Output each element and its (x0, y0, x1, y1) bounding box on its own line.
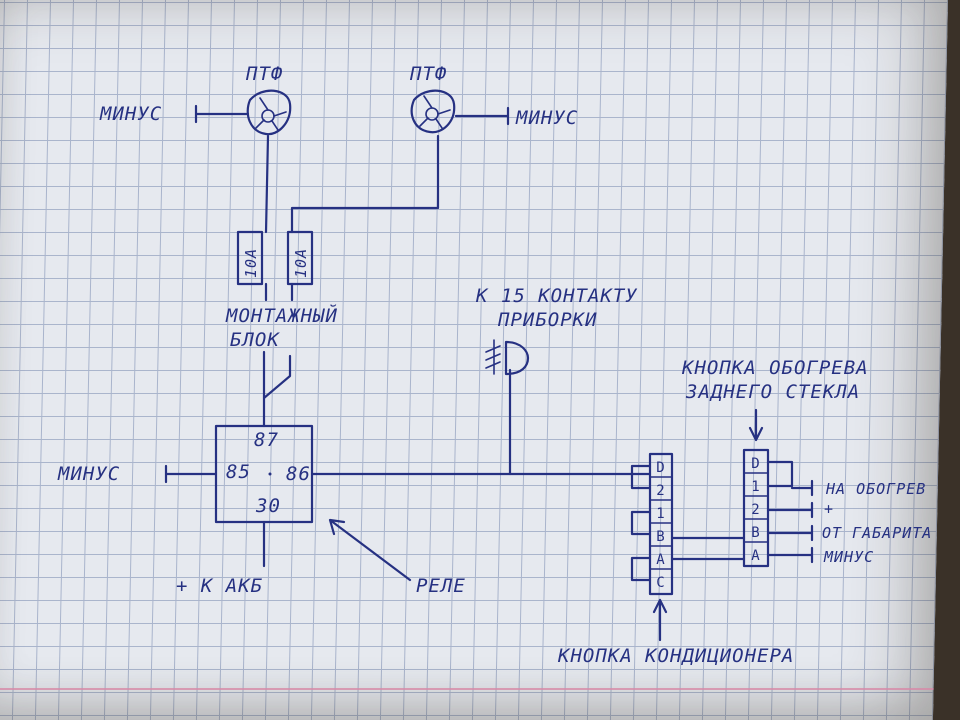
ac-button-body (648, 452, 674, 596)
fuse-right-label: 10А (292, 248, 310, 278)
fog-lamp-left-title: ПТФ (245, 63, 283, 85)
relay-ground-label: МИНУС (57, 463, 120, 485)
dashboard-indicator-icon (485, 339, 530, 376)
fog-lamp-right-title: ПТФ (409, 63, 447, 85)
wire-right-lamp (290, 134, 440, 234)
fog-lamp-right-reflector (419, 95, 451, 129)
ac-jumper-d2 (630, 464, 652, 490)
rear-pin-d: D (751, 456, 760, 472)
fog-lamp-right: ПТФ МИНУС (409, 63, 578, 134)
fog-lamp-left: ПТФ МИНУС (99, 63, 292, 136)
output-plus-wire (766, 501, 814, 519)
dash-note-line2: ПРИБОРКИ (497, 309, 598, 331)
ac-jumper-ac (630, 556, 652, 582)
relay-pointer-arrow (328, 518, 412, 582)
fuse-leads (264, 282, 294, 302)
rear-button-title-1: КНОПКА ОБОГРЕВА (681, 357, 869, 379)
rear-button-body (742, 448, 770, 568)
fog-lamp-right-ground-wire (454, 106, 510, 126)
mount-block-line2: БЛОК (230, 329, 280, 351)
ac-pin-a: A (656, 552, 665, 568)
ac-button-dividers (649, 476, 673, 570)
ac-jumper-1b (630, 510, 652, 536)
fuse-left-label: 10А (242, 248, 260, 278)
relay-caption: РЕЛЕ (416, 575, 466, 597)
rear-title-arrow (748, 408, 764, 442)
indicator-rays (485, 339, 501, 375)
fuse-left-body (236, 230, 264, 286)
fog-lamp-left-ground-label: МИНУС (99, 103, 162, 125)
output-parking-label: ОТ ГАБАРИТА (822, 524, 932, 542)
output-ground-label: МИНУС (823, 548, 874, 566)
ac-pin-d: D (656, 460, 665, 476)
ac-pin-b: B (656, 529, 665, 545)
fog-lamp-left-reflector (255, 97, 287, 131)
ac-pin-1: 1 (656, 506, 665, 522)
relay-pin-86: 86 (286, 463, 311, 485)
fog-lamp-left-ground-wire (194, 104, 250, 124)
ac-button-connector: D 2 1 B A C (630, 452, 674, 596)
relay-battery-label: + К АКБ (176, 575, 263, 597)
dash-note-line1: К 15 КОНТАКТУ (475, 285, 638, 307)
output-parking-wire (766, 524, 814, 542)
rear-pin-1: 1 (751, 479, 760, 495)
fuse-left: 10А (236, 230, 264, 286)
fog-lamp-right-housing (410, 89, 456, 134)
fuse-right: 10А (286, 230, 314, 286)
rear-button-dividers (743, 472, 769, 543)
output-ground-wire (766, 546, 814, 564)
relay-pin-87: 87 (254, 429, 279, 451)
rear-pin-a: A (751, 548, 760, 564)
fuse-right-body (286, 230, 314, 286)
ac-pin-c: C (656, 575, 665, 591)
output-plus-label: + (824, 500, 834, 518)
wire-left-lamp (264, 134, 270, 234)
fog-lamp-left-housing (246, 89, 292, 136)
relay-pin-30: 30 (255, 495, 281, 517)
relay: 87 85 86 30 (214, 424, 314, 524)
relay-pin-85: 85 (226, 461, 251, 483)
output-heater-label: НА ОБОГРЕВ (825, 480, 926, 498)
rear-pin-b: B (751, 525, 760, 541)
relay-ground-wire (164, 464, 218, 484)
ac-caption-arrow (652, 598, 668, 642)
ac-pin-2: 2 (656, 483, 665, 499)
wire-block-to-relay (262, 350, 292, 400)
mount-block-line1: МОНТАЖНЫЙ (225, 304, 338, 327)
rear-jumper-d1 (766, 460, 794, 488)
rear-heater-button-connector: D 1 2 B A (742, 448, 794, 568)
output-heater-wire (790, 479, 814, 497)
rear-pin-2: 2 (751, 502, 760, 518)
relay-dot (268, 472, 272, 476)
indicator-lamp (504, 340, 530, 376)
rear-button-title-2: ЗАДНЕГО СТЕКЛА (685, 381, 860, 403)
fog-lamp-right-ground-label: МИНУС (515, 107, 578, 129)
ac-button-caption: КНОПКА КОНДИЦИОНЕРА (557, 645, 794, 667)
